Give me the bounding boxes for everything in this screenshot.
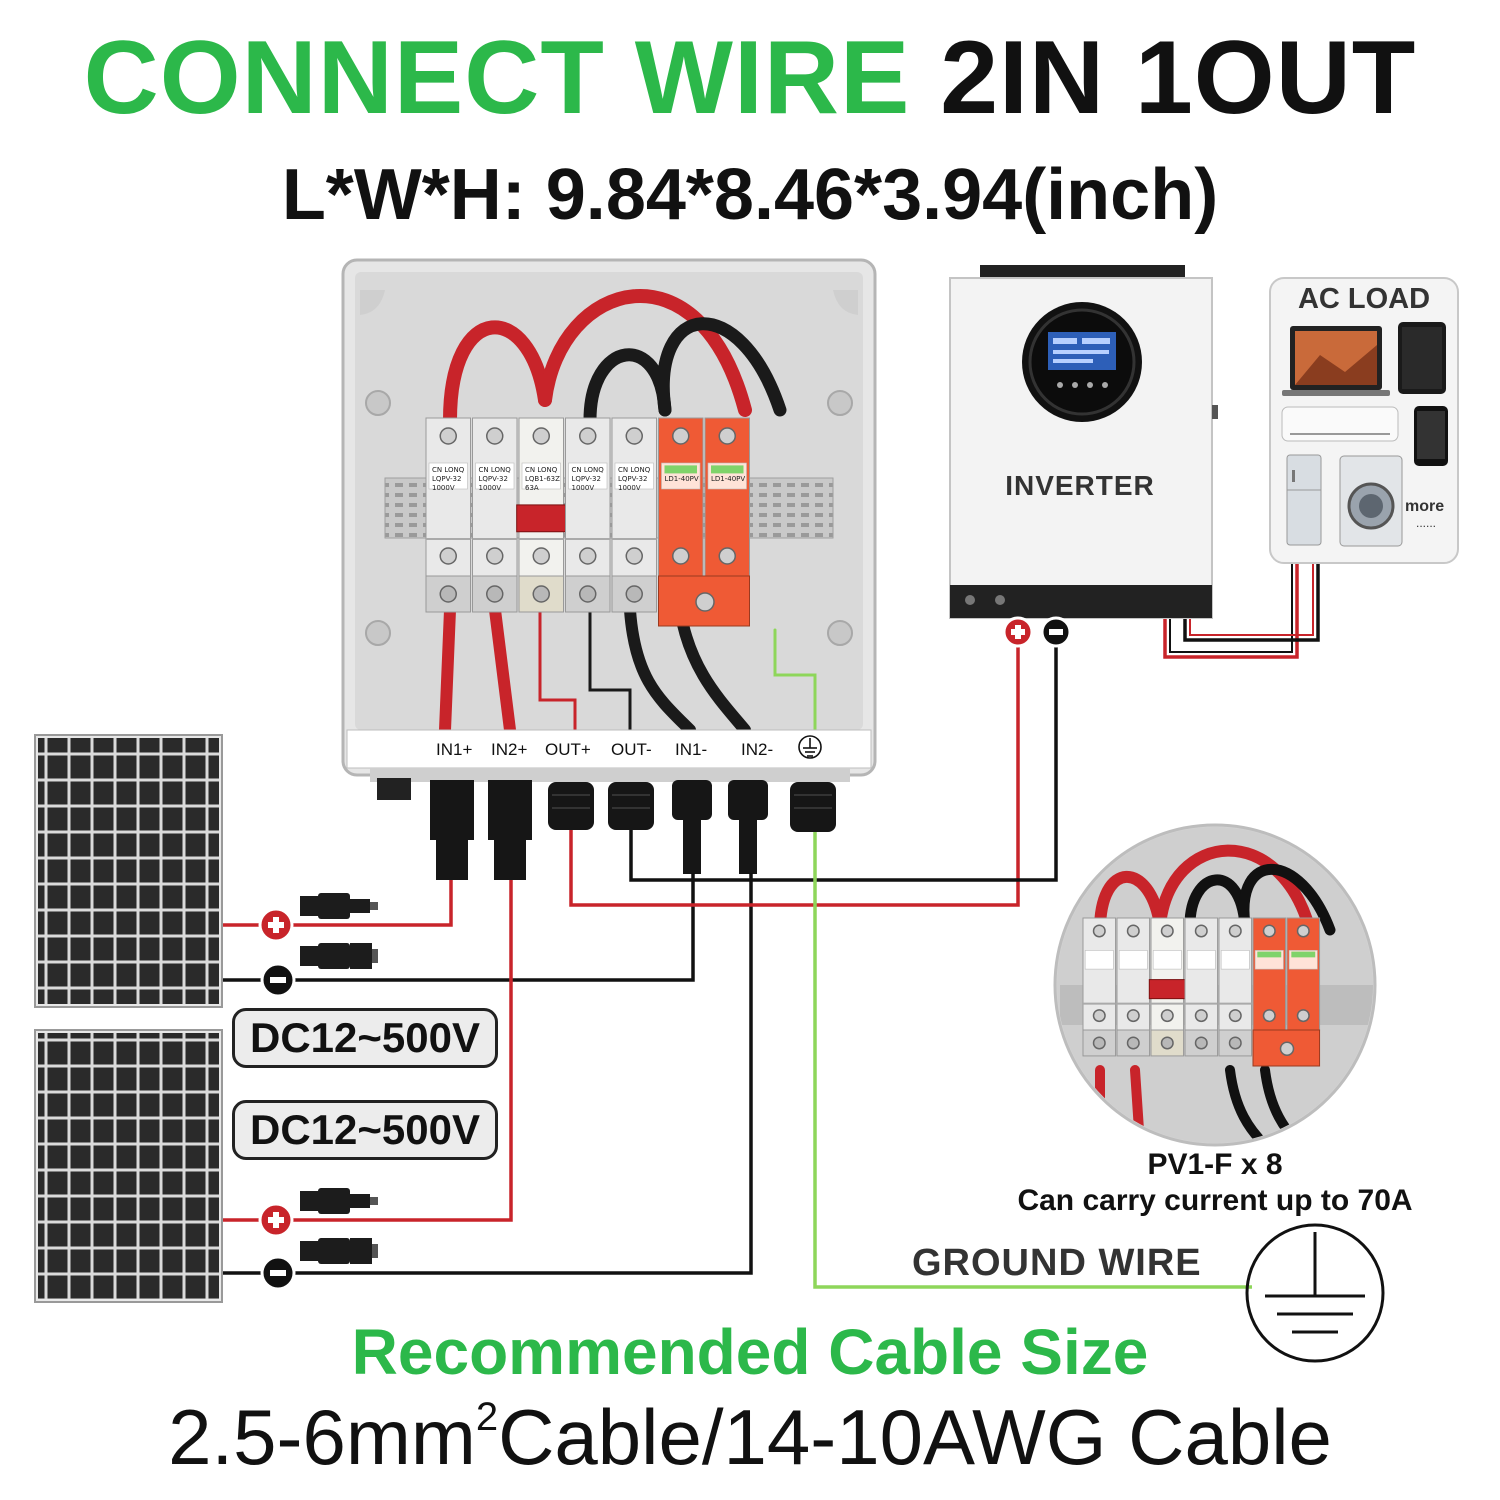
terminal-label-in2-pos: IN2+ <box>491 740 527 759</box>
cable-spec-line2: Can carry current up to 70A <box>1017 1184 1413 1217</box>
ac-load-more-label: more <box>1405 498 1445 515</box>
wire-panel1-negative <box>222 873 695 982</box>
phone-icon <box>1414 406 1448 466</box>
tablet-icon <box>1398 322 1446 394</box>
zoom-module-1 <box>1082 917 1117 1031</box>
minus-icon-panel1 <box>260 962 296 998</box>
mc4-connectors <box>300 893 378 1264</box>
wire-panel2-positive <box>222 880 513 1222</box>
box-module-brand-2: CN LONQ <box>479 466 512 474</box>
recommended-cable-sizes: 2.5-6mm2Cable/14-10AWG Cable <box>0 1392 1500 1483</box>
cable-size-suffix: Cable/14-10AWG Cable <box>498 1393 1332 1481</box>
box-module-rating-2: 1000V <box>479 484 502 492</box>
box-module-brand-3: CN LONQ <box>525 466 558 474</box>
box-terminal-blocks <box>425 575 657 613</box>
terminal-label-out-neg: OUT- <box>611 740 652 759</box>
zoom-module-5 <box>1218 917 1253 1031</box>
wire-out-positive <box>569 632 1020 907</box>
box-module-brand-4: CN LONQ <box>572 466 605 474</box>
fridge-icon <box>1286 454 1322 546</box>
plus-icon-panel2 <box>258 1202 294 1238</box>
inverter-device <box>949 265 1218 619</box>
solar-panel-1 <box>34 734 223 1008</box>
box-module-model-1: LQPV-32 <box>432 475 461 483</box>
box-module-rating-4: 1000V <box>572 484 595 492</box>
voltage-badge-1: DC12~500V <box>232 1008 498 1068</box>
wire-panel2-negative <box>222 873 753 1275</box>
terminal-label-out-pos: OUT+ <box>545 740 591 759</box>
inverter-plus-icon <box>1002 616 1034 648</box>
zoom-module-2 <box>1116 917 1151 1031</box>
box-module-model-6: LD1-40PV <box>665 475 699 483</box>
zoom-breaker-modules <box>1082 917 1321 1067</box>
terminal-label-in2-neg: IN2- <box>741 740 773 759</box>
wire-panel1-positive <box>222 880 453 927</box>
zoom-module-6 <box>1252 917 1287 1031</box>
cable-size-prefix: 2.5-6mm <box>168 1393 476 1481</box>
air-conditioner-icon <box>1281 406 1399 442</box>
ac-load-title: AC LOAD <box>1297 283 1431 315</box>
title-black-part: 2IN 1OUT <box>940 20 1417 136</box>
title-green-part: CONNECT WIRE <box>83 20 911 136</box>
zoom-inset <box>1053 823 1377 1147</box>
box-module-model-7: LD1-40PV <box>711 475 745 483</box>
minus-icon-panel2 <box>260 1255 296 1291</box>
box-module-model-3: LQB1-63Z <box>525 475 560 483</box>
terminal-label-in1-neg: IN1- <box>675 740 707 759</box>
box-spd-ground-screw <box>695 592 715 612</box>
wire-ground <box>813 832 1252 1289</box>
wire-ac-1 <box>1163 562 1299 659</box>
earth-ground-small-icon <box>798 735 822 759</box>
box-module-brand-5: CN LONQ <box>618 466 651 474</box>
washing-machine-icon <box>1339 455 1403 547</box>
zoom-module-4 <box>1184 917 1219 1031</box>
laptop-icon <box>1282 326 1390 396</box>
box-module-6: CN LONQLD1-40PV <box>658 417 704 577</box>
ac-load-more-dots: ...... <box>1416 516 1437 530</box>
box-module-rating-1: 1000V <box>432 484 455 492</box>
terminal-label-in1-pos: IN1+ <box>436 740 472 759</box>
box-module-model-2: LQPV-32 <box>479 475 508 483</box>
solar-panel-2 <box>34 1029 223 1303</box>
zoom-terminal-blocks <box>1082 1029 1253 1057</box>
voltage-badge-2: DC12~500V <box>232 1100 498 1160</box>
wire-out-negative <box>629 632 1058 882</box>
cable-size-superscript: 2 <box>475 1395 499 1439</box>
inverter-minus-icon <box>1040 616 1072 648</box>
box-module-model-5: LQPV-32 <box>618 475 647 483</box>
dimensions-text: L*W*H: 9.84*8.46*3.94(inch) <box>281 155 1219 235</box>
inverter-label: INVERTER <box>1005 470 1155 501</box>
ac-load-panel <box>1269 277 1459 564</box>
box-connectors <box>377 778 836 880</box>
cable-spec-line1: PV1-F x 8 <box>1147 1148 1283 1181</box>
box-module-model-4: LQPV-32 <box>572 475 601 483</box>
wire-ac-2 <box>1183 562 1320 642</box>
earth-ground-icon <box>1245 1223 1385 1363</box>
zoom-module-7 <box>1286 917 1321 1031</box>
terminal-labels: IN1+ IN2+ OUT+ OUT- IN1- IN2- <box>436 740 773 759</box>
external-wiring <box>222 562 1320 1289</box>
box-module-rating-3: 63A <box>525 484 539 492</box>
box-module-7: CN LONQLD1-40PV <box>704 417 750 577</box>
page-title: CONNECT WIRE 2IN 1OUT <box>0 18 1500 138</box>
box-module-brand-1: CN LONQ <box>432 466 465 474</box>
ground-wire-label: GROUND WIRE <box>912 1242 1202 1284</box>
zoom-spd-ground-screw <box>1279 1041 1295 1056</box>
plus-icon-panel1 <box>258 907 294 943</box>
recommended-cable-title: Recommended Cable Size <box>351 1316 1149 1388</box>
box-module-rating-5: 1000V <box>618 484 641 492</box>
